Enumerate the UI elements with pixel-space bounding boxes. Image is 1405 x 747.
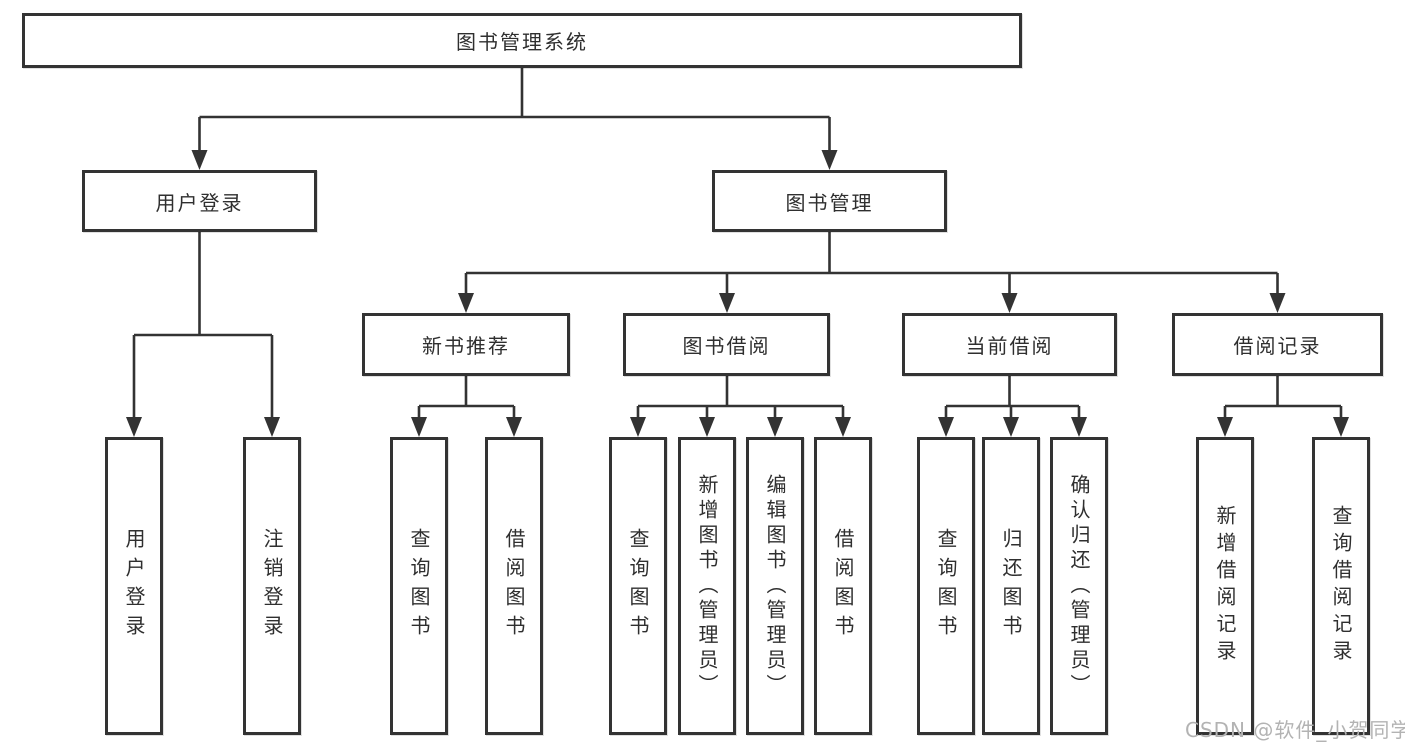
node-label: 借阅图书 xyxy=(831,528,855,644)
leaf-borrow-books-1: 借阅图书 xyxy=(485,437,543,735)
leaf-borrow-books-2: 借阅图书 xyxy=(814,437,872,735)
node-label: 新书推荐 xyxy=(422,334,510,358)
leaf-add-borrow-record: 新增借阅记录 xyxy=(1196,437,1254,735)
node-label: 用户登录 xyxy=(155,190,244,215)
node-label: 查询图书 xyxy=(626,528,650,644)
csdn-watermark: CSDN @软件_小贺同学 xyxy=(1185,718,1405,742)
node-label: 图书管理 xyxy=(785,190,874,215)
leaf-edit-books-admin: 编辑图书（管理员） xyxy=(746,437,804,735)
node-label: 借阅记录 xyxy=(1233,334,1322,358)
node-root-system: 图书管理系统 xyxy=(22,13,1022,68)
leaf-query-books-2: 查询图书 xyxy=(609,437,667,735)
node-new-book-recommendation: 新书推荐 xyxy=(362,313,570,376)
leaf-query-borrow-record: 查询借阅记录 xyxy=(1312,437,1370,735)
leaf-logout: 注销登录 xyxy=(243,437,301,735)
leaf-confirm-return-admin: 确认归还（管理员） xyxy=(1050,437,1108,735)
node-book-management-branch: 图书管理 xyxy=(712,170,947,232)
node-label: 确认归还（管理员） xyxy=(1067,473,1091,699)
node-label: 查询图书 xyxy=(934,528,958,644)
node-label: 图书管理系统 xyxy=(456,30,588,54)
node-book-borrowing: 图书借阅 xyxy=(623,313,830,376)
node-label: 新增借阅记录 xyxy=(1213,505,1237,667)
node-label: 编辑图书（管理员） xyxy=(763,473,787,699)
node-label: 借阅图书 xyxy=(502,528,526,644)
node-label: 用户登录 xyxy=(122,528,146,644)
leaf-user-login: 用户登录 xyxy=(105,437,163,735)
node-label: 注销登录 xyxy=(260,528,284,644)
node-label: 图书借阅 xyxy=(682,334,771,358)
leaf-add-books-admin: 新增图书（管理员） xyxy=(678,437,736,735)
leaf-query-books-3: 查询图书 xyxy=(917,437,975,735)
node-label: 当前借阅 xyxy=(965,334,1054,358)
node-borrowing-records: 借阅记录 xyxy=(1172,313,1383,376)
node-label: 查询图书 xyxy=(407,528,431,644)
leaf-query-books-1: 查询图书 xyxy=(390,437,448,735)
leaf-return-books: 归还图书 xyxy=(982,437,1040,735)
node-current-borrowing: 当前借阅 xyxy=(902,313,1117,376)
node-label: 归还图书 xyxy=(999,528,1023,644)
node-user-login-branch: 用户登录 xyxy=(82,170,317,232)
node-label: 新增图书（管理员） xyxy=(695,473,719,699)
node-label: 查询借阅记录 xyxy=(1329,505,1353,667)
